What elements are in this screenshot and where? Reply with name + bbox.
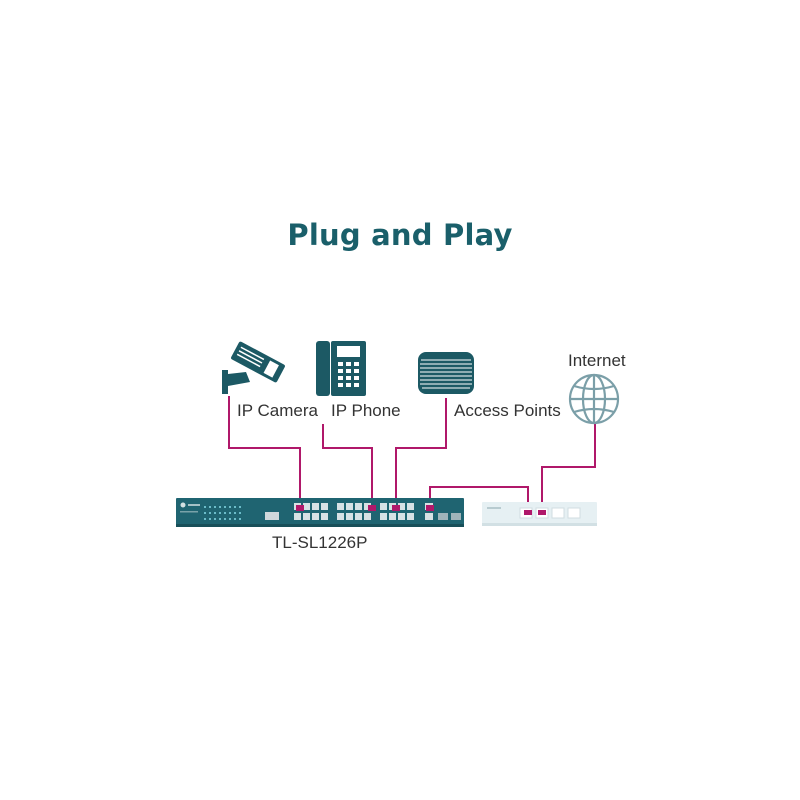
access-point-icon (418, 352, 474, 394)
internet-label: Internet (568, 351, 626, 370)
cable-internet (541, 424, 596, 510)
cable-group (228, 396, 596, 510)
cable-ap (395, 398, 447, 506)
ip-camera-label: IP Camera (237, 401, 318, 420)
globe-icon (568, 373, 620, 425)
poe-switch (176, 498, 464, 527)
cable-phone (322, 424, 373, 506)
connected-ports (296, 505, 434, 511)
access-points-label: Access Points (454, 401, 561, 420)
camera-icon (222, 341, 285, 394)
ip-phone-label: IP Phone (331, 401, 401, 420)
cable-uplink (429, 486, 529, 510)
phone-icon (316, 341, 366, 396)
cable-camera (228, 396, 301, 506)
router (482, 502, 597, 526)
diagram-title: Plug and Play (287, 218, 513, 252)
switch-model-label: TL-SL1226P (272, 533, 368, 552)
